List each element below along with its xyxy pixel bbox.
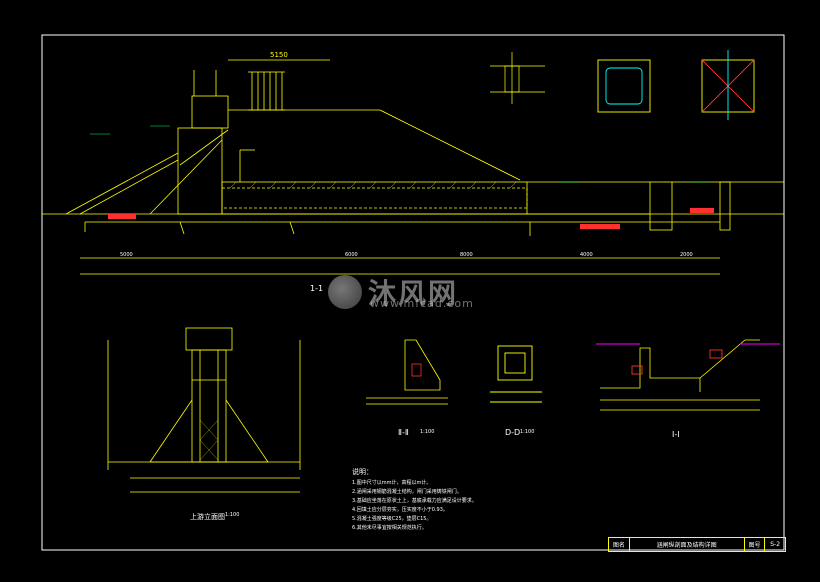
dim-e: 2000 xyxy=(680,252,693,258)
title-block-number-label: 图号 xyxy=(745,538,766,551)
dim-b: 6000 xyxy=(345,252,358,258)
detail-top-3 xyxy=(701,50,755,120)
dim-a: 5000 xyxy=(120,252,133,258)
section-1-1-small xyxy=(600,339,760,411)
notes-item: 1.图中尺寸以mm计，高程以m计。 xyxy=(352,480,432,486)
scale-section-d: 1:100 xyxy=(520,429,535,435)
title-block-name: 涵闸纵剖面及结构详图 xyxy=(630,538,745,551)
upstream-elevation xyxy=(107,327,301,493)
notes-item: 6.其他未尽事宜按相关规范执行。 xyxy=(352,525,427,531)
elevation-grid xyxy=(199,419,219,461)
main-section-hatch xyxy=(229,181,517,189)
dim-d: 4000 xyxy=(580,252,593,258)
watermark-url: www.mfcad.com xyxy=(370,297,474,310)
title-block-label: 图名 xyxy=(609,538,630,551)
title-block-number: S-2 xyxy=(770,541,781,548)
title-section-2: Ⅱ-Ⅱ xyxy=(398,428,409,437)
watermark-brand: 沐风网 xyxy=(368,277,459,310)
section-1-1-accent xyxy=(596,343,780,375)
notes-item: 5.混凝土强度等级C25，垫层C15。 xyxy=(352,516,432,522)
notes-item: 2.涵闸采用钢筋混凝土结构，闸门采用铸铁闸门。 xyxy=(352,489,462,495)
watermark: 沐风网 xyxy=(328,272,458,312)
water-level-markers xyxy=(90,125,710,183)
section-2-2-mark xyxy=(411,363,422,377)
watermark-logo-icon xyxy=(328,275,362,309)
drawing-frame xyxy=(41,34,785,551)
dim-top-main: 5150 xyxy=(270,51,288,59)
notes-heading: 说明： xyxy=(352,468,373,476)
scale-section-2: 1:100 xyxy=(420,429,435,435)
main-section-1-1 xyxy=(42,59,784,275)
notes-item: 4.回填土应分层夯实，压实度不小于0.93。 xyxy=(352,507,448,513)
notes-block: 说明： 1.图中尺寸以mm计，高程以m计。 2.涵闸采用钢筋混凝土结构，闸门采用… xyxy=(352,468,477,533)
title-section-d: D-D xyxy=(505,428,521,437)
section-2-2 xyxy=(366,339,448,405)
title-elevation: 上游立面图 xyxy=(190,513,225,521)
riprap-red-blocks xyxy=(108,208,714,229)
title-block: 图名 涵闸纵剖面及结构详图 图号 S-2 xyxy=(608,537,786,552)
scale-elevation: 1:100 xyxy=(225,512,240,518)
detail-top-1 xyxy=(490,52,545,104)
notes-item: 3.基础应坐落在原状土上，基底承载力应满足设计要求。 xyxy=(352,498,477,504)
detail-top-2 xyxy=(597,59,651,113)
title-section-1: Ⅰ-Ⅰ xyxy=(672,430,680,439)
title-main-section: 1-1 xyxy=(310,284,324,293)
dim-c: 8000 xyxy=(460,252,473,258)
section-d-d xyxy=(490,345,542,403)
